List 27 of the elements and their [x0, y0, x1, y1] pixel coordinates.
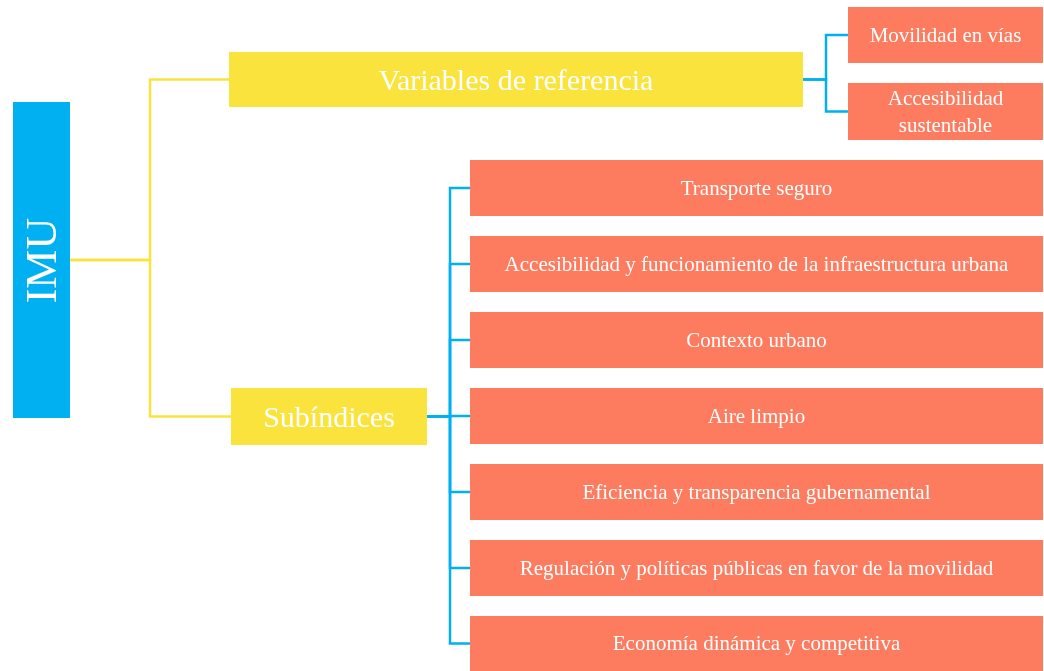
connector-line: [427, 415, 470, 645]
root-label: IMU: [16, 217, 67, 303]
item-box: [848, 7, 1043, 63]
category-box: [229, 52, 803, 107]
box-label: Movilidad en vías: [869, 21, 1022, 49]
box-label: Accesibilidad y funcionamiento de la infraestructura urbana: [504, 250, 1009, 278]
box-label: Regulación y políticas públicas en favor de la movilidad: [519, 554, 994, 582]
connector-line: [70, 258, 231, 418]
box-label: Contexto urbano: [686, 326, 827, 354]
item-box: [470, 160, 1043, 216]
box-label: Aire limpio: [707, 402, 806, 430]
item-box: [470, 464, 1043, 520]
box-label: Subíndices: [263, 398, 395, 435]
box-label: Transporte seguro: [680, 174, 833, 202]
item-box: [470, 388, 1043, 444]
box-label: Economía dinámica y competitiva: [612, 630, 901, 657]
root-box: [13, 102, 70, 418]
category-box: [231, 388, 427, 445]
item-box: [470, 236, 1043, 292]
item-box: [470, 616, 1043, 671]
box-label: Variables de referencia: [378, 61, 654, 98]
box-label: Accesibilidad sustentable: [886, 85, 1005, 138]
item-box: [470, 540, 1043, 596]
connector-line: [803, 78, 848, 113]
item-box: [470, 312, 1043, 368]
box-label: Eficiencia y transparencia gubernamental: [582, 478, 931, 506]
item-box: [848, 83, 1043, 140]
